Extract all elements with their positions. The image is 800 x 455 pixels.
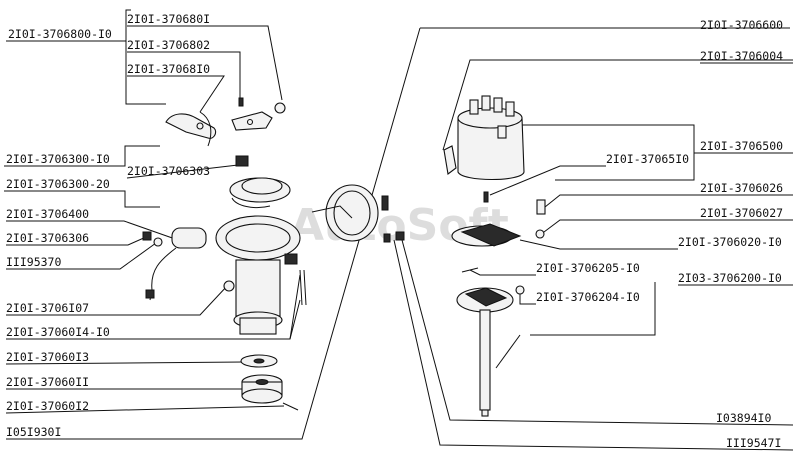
distributor-cap	[457, 95, 525, 180]
label-2101-3706204-10: 2I0I-3706204-I0	[536, 290, 640, 304]
label-2103-3706200-10: 2I03-3706200-I0	[678, 271, 782, 285]
label-2101-3706020-10: 2I0I-3706020-I0	[678, 235, 782, 249]
label-2101-3706802: 2I0I-3706802	[127, 38, 210, 52]
label-2101-3706400: 2I0I-3706400	[6, 207, 89, 221]
label-2101-3706300-10: 2I0I-3706300-I0	[6, 152, 110, 166]
label-2101-3706107: 2I0I-3706I07	[6, 301, 89, 315]
label-2101-3706800-10: 2I0I-3706800-I0	[8, 27, 112, 41]
vacuum-regulator	[311, 184, 405, 243]
label-2101-3706205-10: 2I0I-3706205-I0	[536, 261, 640, 275]
label-111-95370: III95370	[6, 255, 61, 269]
vacuum-advance-plate	[229, 155, 291, 209]
distributor-housing	[215, 215, 301, 335]
label-2101-3706026: 2I0I-3706026	[700, 181, 783, 195]
rotor	[451, 223, 522, 247]
label-2101-3706600: 2I0I-3706600	[700, 18, 783, 32]
spring	[461, 267, 479, 273]
label-2101-3706014-10: 2I0I-37060I4-I0	[6, 325, 110, 339]
label-2101-3706013: 2I0I-37060I3	[6, 350, 89, 364]
rotor-screw	[535, 199, 546, 239]
label-2101-3706306: 2I0I-3706306	[6, 231, 89, 245]
screw-and-washer-small	[142, 231, 163, 247]
condenser-capacitor	[145, 227, 207, 301]
octane-corrector-stud	[299, 269, 307, 306]
centrifugal-regulator-shaft	[456, 285, 525, 417]
label-2101-3706801: 2I0I-370680I	[127, 12, 210, 26]
breaker-contact-set	[165, 111, 217, 147]
spring-clip	[443, 145, 457, 175]
label-111-95471: III9547I	[726, 436, 781, 450]
bracket-plate	[231, 111, 273, 131]
right-leader-lines	[393, 27, 794, 451]
label-2101-3706510: 2I0I-37065I0	[606, 152, 689, 166]
label-2101-3706012: 2I0I-37060I2	[6, 399, 89, 413]
left-leader-lines	[4, 9, 421, 440]
label-2101-3706027: 2I0I-3706027	[700, 206, 783, 220]
label-2101-3706300-20: 2I0I-3706300-20	[6, 177, 110, 191]
label-2101-3706004: 2I0I-3706004	[700, 49, 783, 63]
oil-seal-cap	[223, 280, 235, 292]
label-2101-3706303: 2I0I-3706303	[127, 164, 210, 178]
carbon-contact	[483, 191, 489, 203]
thrust-washer	[240, 354, 278, 368]
label-1051930: I05I930I	[6, 425, 61, 439]
label-2101-3706500: 2I0I-3706500	[700, 139, 783, 153]
coupling-sleeve	[241, 374, 283, 404]
label-1038940: I03894I0	[716, 411, 771, 425]
label-2101-3706011: 2I0I-37060II	[6, 375, 89, 389]
pin	[282, 402, 299, 411]
label-2101-3706810: 2I0I-37068I0	[127, 62, 210, 76]
screw-with-washer	[238, 97, 286, 114]
